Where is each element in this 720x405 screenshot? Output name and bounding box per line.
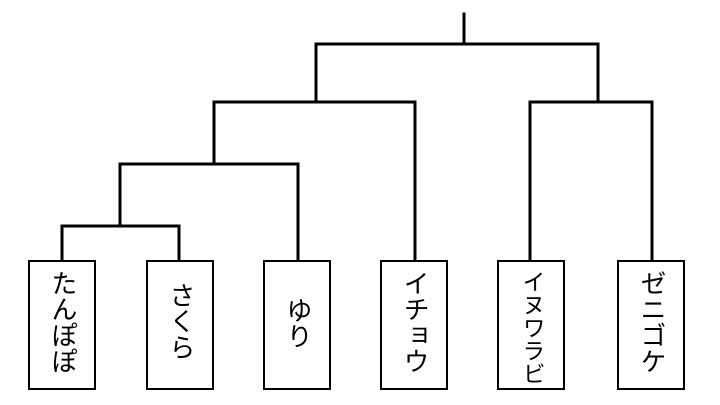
leaf-cherry: さくら [146, 260, 214, 390]
tree-branches [60, 12, 654, 263]
leaf-lily: ゆり [263, 260, 331, 390]
leaf-moss: ゼニゴケ [617, 260, 685, 390]
leaf-box [617, 260, 685, 390]
leaf-label: さくら [165, 282, 195, 360]
leaf-label: イチョウ [399, 270, 429, 374]
leaf-dandelion: たんぽぽ [28, 260, 96, 390]
leaf-label: ゼニゴケ [636, 270, 666, 374]
leaf-label: ゆり [282, 297, 312, 349]
leaf-box [146, 260, 214, 390]
leaf-label: たんぽぽ [47, 270, 77, 374]
leaf-box [28, 260, 96, 390]
leaf-label: イヌワラビ [518, 270, 544, 385]
leaf-ginkgo: イチョウ [380, 260, 448, 390]
leaf-box [380, 260, 448, 390]
leaf-box [263, 260, 331, 390]
leaf-box [497, 260, 565, 390]
leaf-fern: イヌワラビ [497, 260, 565, 390]
leaf-nodes: たんぽぽ さくら ゆり イチョウ イヌワラビ ゼニゴケ [28, 260, 685, 390]
